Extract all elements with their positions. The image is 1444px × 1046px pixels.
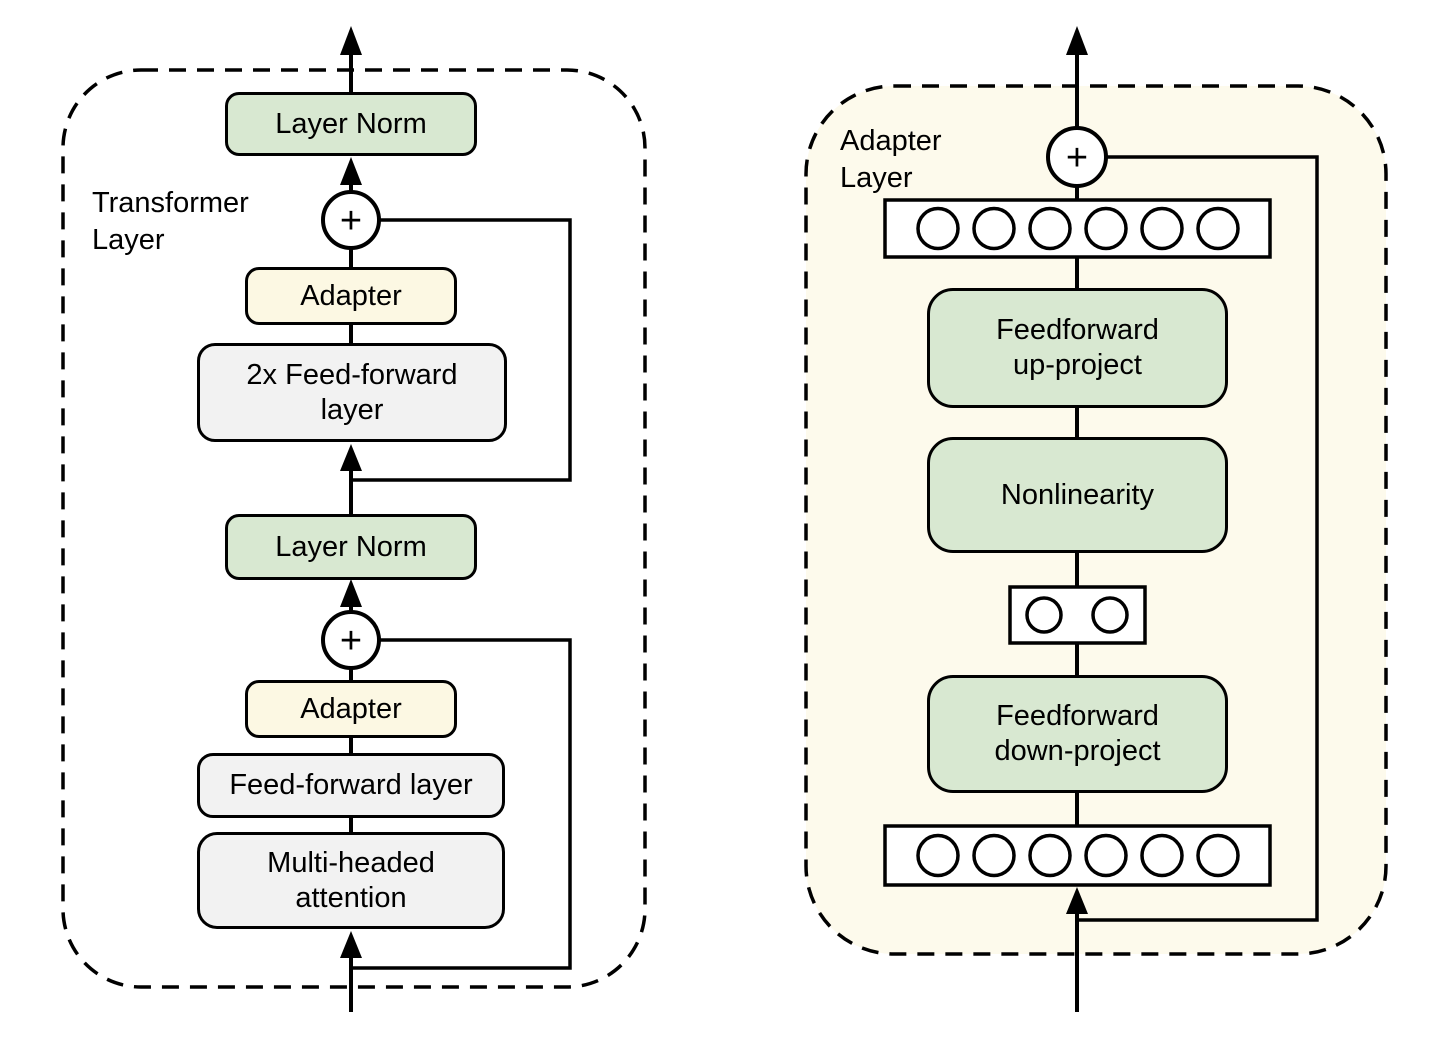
right-input-arrow <box>1066 887 1088 1012</box>
left-lower-add-to-layernorm-arrow <box>340 579 362 612</box>
right-add-node: + <box>1046 126 1108 188</box>
transformer-layer-label: Transformer Layer <box>92 187 249 256</box>
feedforward-up-project-block: Feedforward up-project <box>927 288 1228 408</box>
unit-circle <box>1025 596 1063 634</box>
plus-icon: + <box>340 200 362 242</box>
input-vector-row <box>883 824 1272 887</box>
multi-head-attention-block: Multi-headed attention <box>197 832 505 929</box>
arrowhead <box>340 444 362 471</box>
unit-circle <box>1028 833 1072 878</box>
left-output-arrow <box>340 26 362 92</box>
layer-norm-bottom-block: Layer Norm <box>225 514 477 580</box>
unit-circle <box>1084 206 1128 251</box>
left-input-arrow <box>340 931 362 1012</box>
feedforward-down-project-block: Feedforward down-project <box>927 675 1228 793</box>
transformer-layer-panel-border <box>61 68 647 989</box>
bottleneck-units <box>1025 596 1129 634</box>
arrowhead <box>340 26 362 55</box>
arrowhead <box>1066 26 1088 55</box>
layer-norm-top-block: Layer Norm <box>225 92 477 156</box>
unit-circle <box>916 206 960 251</box>
left-lower-add-node: + <box>321 610 381 670</box>
arrowhead <box>1066 887 1088 914</box>
unit-circle <box>1140 206 1184 251</box>
unit-circle <box>1196 206 1240 251</box>
feed-forward-2x-block: 2x Feed-forward layer <box>197 343 507 442</box>
left-layernorm-to-ff2x-arrow <box>340 444 362 514</box>
unit-circle <box>1084 833 1128 878</box>
bottleneck-vector-row <box>1008 585 1147 645</box>
arrowhead <box>340 931 362 958</box>
right-output-arrow <box>1066 26 1088 128</box>
unit-circle <box>1140 833 1184 878</box>
unit-circle <box>916 833 960 878</box>
feed-forward-block: Feed-forward layer <box>197 753 505 818</box>
left-lower-skip-connection <box>353 638 572 970</box>
unit-circle <box>1028 206 1072 251</box>
output-vector-row <box>883 198 1272 259</box>
adapter-bottom-block: Adapter <box>245 680 457 738</box>
unit-circle <box>1091 596 1129 634</box>
unit-circle <box>972 833 1016 878</box>
adapter-top-block: Adapter <box>245 267 457 325</box>
adapter-layer-label: Adapter Layer <box>840 125 942 194</box>
plus-icon: + <box>1066 137 1088 179</box>
right-skip-connection <box>1079 155 1319 922</box>
nonlinearity-block: Nonlinearity <box>927 437 1228 553</box>
unit-circle <box>1196 833 1240 878</box>
unit-circle <box>972 206 1016 251</box>
left-upper-add-node: + <box>321 190 381 250</box>
output-vector-units <box>916 206 1240 251</box>
left-upper-skip-connection <box>353 218 572 482</box>
arrowhead <box>340 157 362 185</box>
input-vector-units <box>916 833 1240 878</box>
left-add-to-layernorm-arrow <box>340 157 362 192</box>
plus-icon: + <box>340 620 362 662</box>
arrowhead <box>340 579 362 607</box>
